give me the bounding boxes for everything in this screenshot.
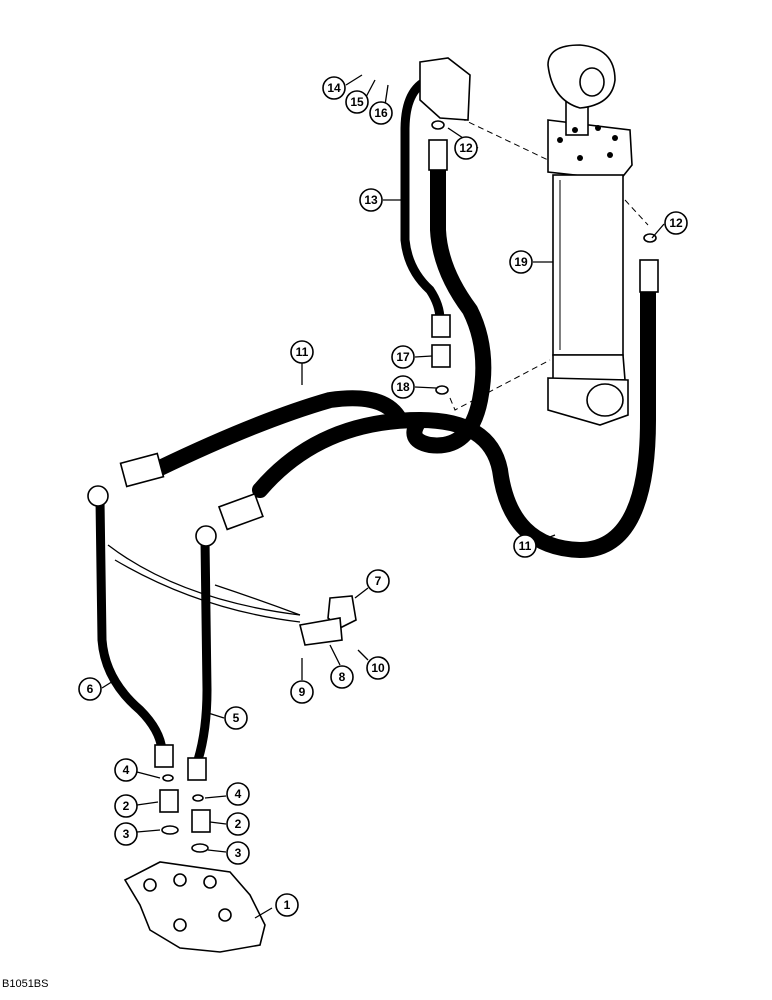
callout-16: 16: [369, 101, 393, 125]
control-valve: [123, 861, 266, 953]
figure-code: B1051BS: [2, 978, 49, 990]
svg-text:15: 15: [350, 95, 364, 109]
hydraulic-cylinder: [547, 44, 633, 426]
svg-text:11: 11: [296, 345, 309, 359]
svg-text:19: 19: [514, 255, 528, 269]
tube-6: [95, 495, 167, 755]
svg-text:16: 16: [374, 106, 388, 120]
svg-text:12: 12: [669, 216, 683, 230]
svg-text:13: 13: [364, 193, 378, 207]
svg-text:4: 4: [123, 763, 130, 777]
callout-12: 12: [454, 136, 478, 160]
svg-text:12: 12: [459, 141, 473, 155]
callout-12: 12: [664, 211, 688, 235]
alignment-line: [449, 359, 551, 411]
valve-fittings: [154, 120, 657, 853]
svg-text:11: 11: [519, 539, 532, 553]
hose-11-upper: [152, 390, 408, 476]
svg-text:10: 10: [371, 661, 385, 675]
tube-13-fitting: [431, 314, 451, 338]
callout-3: 3: [226, 841, 250, 865]
callout-4: 4: [114, 758, 138, 782]
callout-6: 6: [78, 677, 102, 701]
svg-text:1: 1: [284, 898, 291, 912]
callout-4: 4: [226, 782, 250, 806]
svg-text:4: 4: [235, 787, 242, 801]
callout-10: 10: [366, 656, 390, 680]
svg-text:5: 5: [233, 711, 240, 725]
callout-7: 7: [366, 569, 390, 593]
svg-text:9: 9: [299, 685, 306, 699]
callout-1: 1: [275, 893, 299, 917]
svg-text:8: 8: [339, 670, 346, 684]
hose-cylinder-bottom: [252, 282, 656, 558]
callout-19: 19: [509, 250, 533, 274]
svg-text:2: 2: [235, 817, 242, 831]
callout-11: 11: [290, 340, 314, 364]
svg-text:6: 6: [87, 682, 94, 696]
callout-11: 11: [513, 534, 537, 558]
callout-13: 13: [359, 188, 383, 212]
svg-text:7: 7: [375, 574, 382, 588]
callout-8: 8: [330, 665, 354, 689]
svg-text:3: 3: [123, 827, 130, 841]
callout-5: 5: [224, 706, 248, 730]
callout-2: 2: [226, 812, 250, 836]
svg-text:14: 14: [327, 81, 341, 95]
hose-cylinder-top: [406, 157, 492, 454]
callout-17: 17: [391, 345, 415, 369]
alignment-line: [459, 117, 549, 161]
callout-15: 15: [345, 90, 369, 114]
clamp-bracket: [299, 617, 343, 646]
callout-9: 9: [290, 680, 314, 704]
alignment-line: [624, 199, 649, 226]
svg-text:17: 17: [396, 350, 410, 364]
svg-text:2: 2: [123, 799, 130, 813]
callout-3: 3: [114, 822, 138, 846]
svg-text:18: 18: [396, 380, 410, 394]
callout-14: 14: [322, 76, 346, 100]
callout-2: 2: [114, 794, 138, 818]
mounting-block: [419, 57, 471, 121]
svg-text:3: 3: [235, 846, 242, 860]
callout-18: 18: [391, 375, 415, 399]
